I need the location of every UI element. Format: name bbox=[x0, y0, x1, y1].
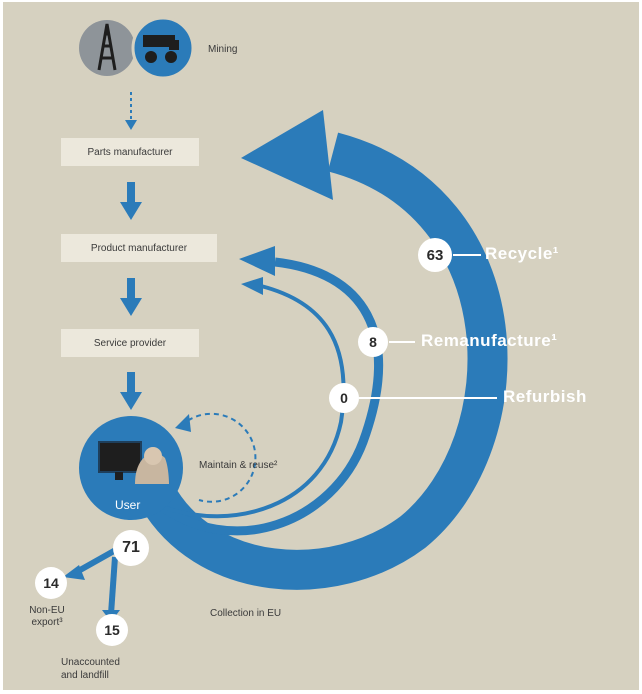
recycle-label: Recycle¹ bbox=[485, 244, 559, 263]
landfill-value: 15 bbox=[96, 614, 128, 646]
maintain-arrowhead bbox=[175, 414, 191, 432]
landfill-label: Unaccounted and landfill bbox=[61, 656, 161, 682]
mining-label: Mining bbox=[208, 44, 238, 55]
refurbish-arrowhead bbox=[241, 277, 263, 295]
export-label: Non-EU export³ bbox=[25, 605, 69, 629]
remanufacture-arrowhead bbox=[239, 246, 275, 276]
remanufacture-label: Remanufacture¹ bbox=[421, 331, 558, 350]
remanufacture-loop bbox=[152, 257, 383, 536]
product-down-arrow bbox=[120, 298, 142, 316]
service-down-arrow bbox=[120, 392, 142, 410]
refurbish-value: 0 bbox=[329, 383, 359, 413]
user-label: User bbox=[115, 498, 141, 512]
maintain-label: Maintain & reuse² bbox=[199, 460, 278, 471]
refurbish-loop bbox=[162, 284, 346, 519]
parts-manufacturer-box: Parts manufacturer bbox=[61, 138, 199, 166]
collection-value: 71 bbox=[113, 530, 149, 566]
diagram-canvas: Mining Parts manufacturer Product manufa… bbox=[3, 2, 639, 690]
flow-graphics bbox=[63, 16, 508, 622]
service-provider-box: Service provider bbox=[61, 329, 199, 357]
recycle-value: 63 bbox=[418, 238, 452, 272]
export-label-line1: Non-EU bbox=[29, 605, 65, 616]
export-label-line2: export³ bbox=[31, 617, 63, 628]
oil-rig-icon bbox=[79, 20, 135, 76]
collection-label: Collection in EU bbox=[210, 608, 282, 619]
recycle-loop-band bbox=[137, 132, 508, 590]
refurbish-label: Refurbish bbox=[503, 387, 587, 406]
mining-down-arrow bbox=[125, 120, 137, 130]
mining-truck-icon bbox=[131, 16, 195, 80]
remanufacture-value: 8 bbox=[358, 327, 388, 357]
landfill-label-line1: Unaccounted bbox=[61, 657, 120, 668]
landfill-label-line2: and landfill bbox=[61, 670, 109, 681]
product-manufacturer-box: Product manufacturer bbox=[61, 234, 217, 262]
maintain-loop bbox=[180, 412, 257, 503]
parts-down-arrow bbox=[120, 202, 142, 220]
recycle-arrowhead bbox=[241, 110, 333, 200]
export-arrowhead bbox=[63, 565, 85, 580]
export-value: 14 bbox=[35, 567, 67, 599]
computer-user-icon bbox=[98, 441, 142, 473]
